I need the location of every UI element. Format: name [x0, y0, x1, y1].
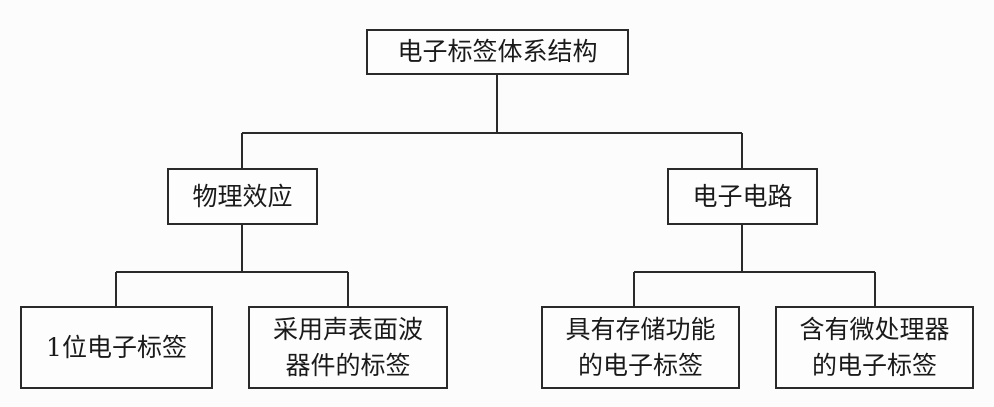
leaf-microprocessor-tag: 含有微处理器 的电子标签 [775, 306, 974, 389]
branch-physical-effect: 物理效应 [167, 168, 318, 225]
leaf-saw-device-tag: 采用声表面波 器件的标签 [248, 306, 448, 389]
branch-electronic-circuit-label: 电子电路 [692, 181, 793, 211]
leaf-storage-tag: 具有存储功能 的电子标签 [541, 306, 740, 389]
leaf-1bit-tag-label: 1位电子标签 [46, 332, 187, 362]
leaf-saw-device-tag-label: 采用声表面波 器件的标签 [272, 314, 423, 380]
root-node: 电子标签体系结构 [366, 29, 629, 75]
leaf-storage-tag-label: 具有存储功能 的电子标签 [565, 314, 716, 380]
leaf-1bit-tag: 1位电子标签 [20, 306, 213, 389]
leaf-microprocessor-tag-label: 含有微处理器 的电子标签 [799, 314, 950, 380]
branch-electronic-circuit: 电子电路 [667, 168, 818, 225]
root-node-label: 电子标签体系结构 [397, 37, 598, 66]
branch-physical-effect-label: 物理效应 [192, 181, 293, 211]
